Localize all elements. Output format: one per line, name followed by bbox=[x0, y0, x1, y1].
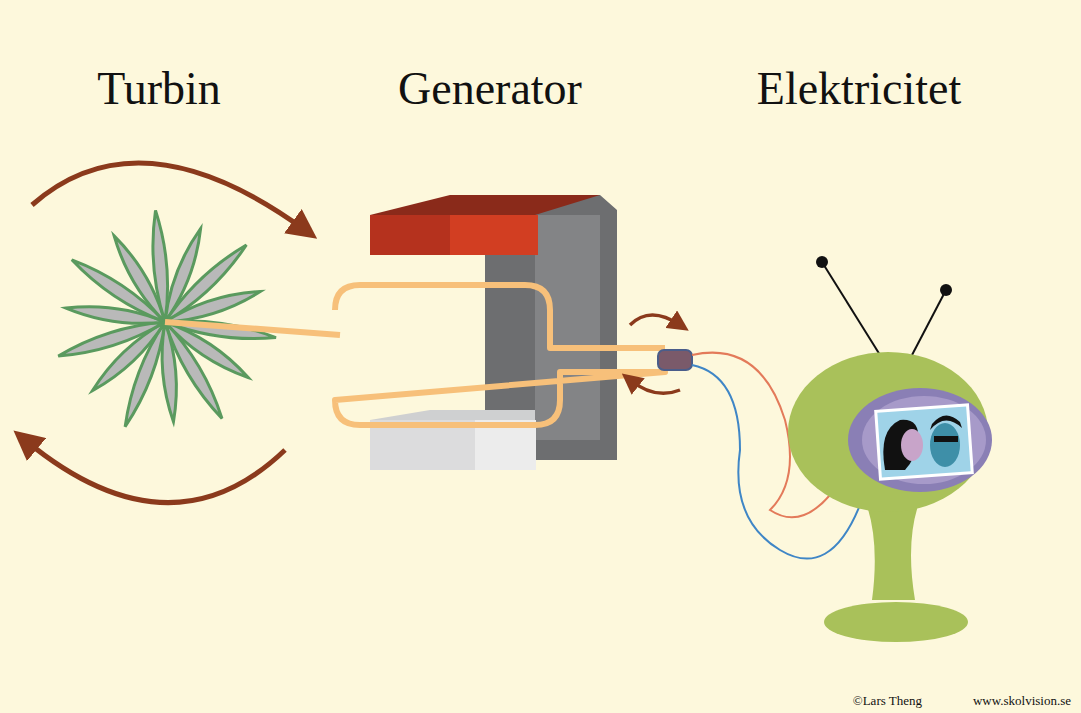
north-pole-top bbox=[370, 195, 600, 215]
woman-face bbox=[901, 429, 923, 461]
tv-screen bbox=[862, 396, 986, 484]
coil-loop bbox=[335, 285, 665, 425]
antenna-tip bbox=[816, 256, 828, 268]
section-heading: Generator bbox=[398, 66, 582, 112]
antenna bbox=[822, 262, 880, 355]
man-glasses bbox=[934, 436, 958, 442]
north-pole-face bbox=[450, 215, 538, 255]
man-hair bbox=[930, 415, 962, 430]
south-pole-top bbox=[370, 410, 535, 420]
man-face bbox=[930, 423, 960, 467]
rotation-arrow bbox=[630, 380, 680, 393]
tv-stand bbox=[865, 500, 920, 600]
section-heading: Turbin bbox=[97, 66, 221, 112]
section-heading: Elektricitet bbox=[757, 66, 961, 112]
tv-screen-rim bbox=[848, 388, 992, 492]
antenna-tip bbox=[940, 284, 952, 296]
shaft bbox=[165, 322, 340, 335]
rotation-arrow bbox=[630, 315, 680, 325]
turbine-blade bbox=[159, 319, 227, 422]
copyright-note: ©Lars Theng bbox=[850, 693, 925, 708]
antenna bbox=[912, 290, 946, 355]
tv-body bbox=[788, 352, 988, 512]
website-note: www.skolvision.se bbox=[970, 693, 1074, 708]
north-pole bbox=[370, 215, 538, 255]
rotation-arrow bbox=[25, 440, 285, 503]
tv-picture bbox=[876, 405, 973, 479]
magnet-face bbox=[535, 215, 600, 440]
slip-ring bbox=[658, 350, 692, 370]
tv-base bbox=[824, 602, 968, 642]
rotation-arrow bbox=[32, 163, 305, 230]
